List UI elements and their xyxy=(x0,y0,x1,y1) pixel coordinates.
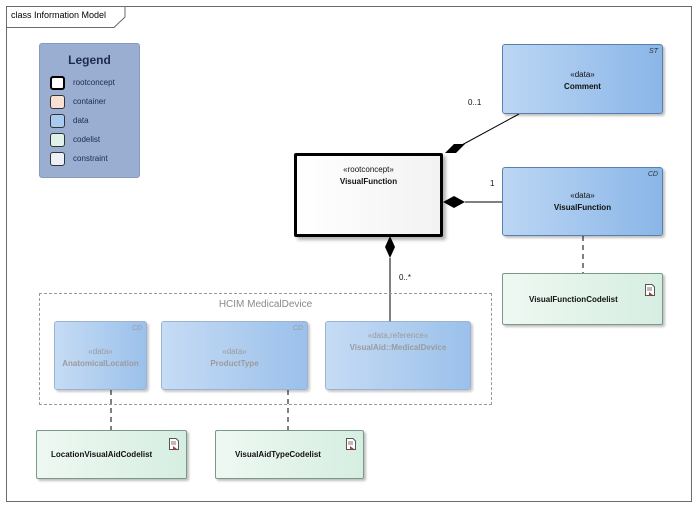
codelist-name: LocationVisualAidCodelist xyxy=(51,450,153,459)
legend-label: constraint xyxy=(73,154,108,163)
legend-swatch xyxy=(50,76,65,90)
codelist-name: VisualAidTypeCodelist xyxy=(235,450,321,459)
multiplicity-visualfunction: 1 xyxy=(490,179,495,188)
package-hcim-medicaldevice xyxy=(39,293,492,405)
multiplicity-visualaid: 0..* xyxy=(399,273,412,282)
codelist-location[interactable]: LocationVisualAidCodelist xyxy=(36,430,187,479)
legend-title: Legend xyxy=(68,53,111,67)
type-tag: CD xyxy=(131,325,142,332)
class-name: VisualFunction xyxy=(553,203,612,212)
class-name: ProductType xyxy=(210,359,259,368)
multiplicity-comment: 0..1 xyxy=(468,98,482,107)
frame-title: class Information Model xyxy=(11,10,107,20)
codelist-name: VisualFunctionCodelist xyxy=(529,294,618,304)
legend-swatch xyxy=(50,95,65,109)
document-icon xyxy=(346,438,356,450)
legend-swatch xyxy=(50,133,65,147)
stereotype: «data» xyxy=(570,191,595,200)
class-anatomical-location[interactable]: CD «data» AnatomicalLocation xyxy=(54,321,147,390)
stereotype: «data,reference» xyxy=(367,331,429,340)
type-tag: CD xyxy=(647,171,658,178)
class-name: AnatomicalLocation xyxy=(62,359,139,368)
visualaid-diamond xyxy=(385,236,395,258)
comment-diamond xyxy=(445,144,465,153)
legend: Legend rootconcept container data codeli… xyxy=(39,43,140,178)
codelist-visualaid-type[interactable]: VisualAidTypeCodelist xyxy=(215,430,364,479)
legend-label: codelist xyxy=(73,135,101,144)
document-icon xyxy=(169,438,179,450)
package-label: HCIM MedicalDevice xyxy=(218,299,313,310)
class-product-type[interactable]: CD «data» ProductType xyxy=(161,321,308,390)
stereotype: «data» xyxy=(570,70,595,79)
class-visualaid-medicaldevice[interactable]: «data,reference» VisualAid::MedicalDevic… xyxy=(325,321,471,390)
frame-tab xyxy=(6,6,126,28)
visualfunction-diamond xyxy=(443,196,465,208)
class-visualfunction-root[interactable]: «rootconcept» VisualFunction xyxy=(294,153,443,237)
stereotype: «data» xyxy=(88,347,113,356)
legend-swatch xyxy=(50,152,65,166)
legend-label: data xyxy=(73,116,89,125)
codelist-visualfunction[interactable]: VisualFunctionCodelist xyxy=(502,273,663,325)
document-icon xyxy=(645,284,655,296)
type-tag: ST xyxy=(649,48,658,55)
comment-connector xyxy=(459,113,520,147)
type-tag: CD xyxy=(292,325,303,332)
stereotype: «data» xyxy=(222,347,247,356)
stereotype: «rootconcept» xyxy=(343,165,394,174)
legend-label: container xyxy=(73,97,106,106)
class-name: VisualAid::MedicalDevice xyxy=(349,343,447,352)
class-name: VisualFunction xyxy=(339,177,398,186)
legend-swatch xyxy=(50,114,65,128)
legend-label: rootconcept xyxy=(73,78,115,87)
class-name: Comment xyxy=(564,82,601,91)
class-visualfunction-data[interactable]: CD «data» VisualFunction xyxy=(502,167,663,236)
diagram-frame xyxy=(6,6,692,502)
class-comment[interactable]: ST «data» Comment xyxy=(502,44,663,114)
